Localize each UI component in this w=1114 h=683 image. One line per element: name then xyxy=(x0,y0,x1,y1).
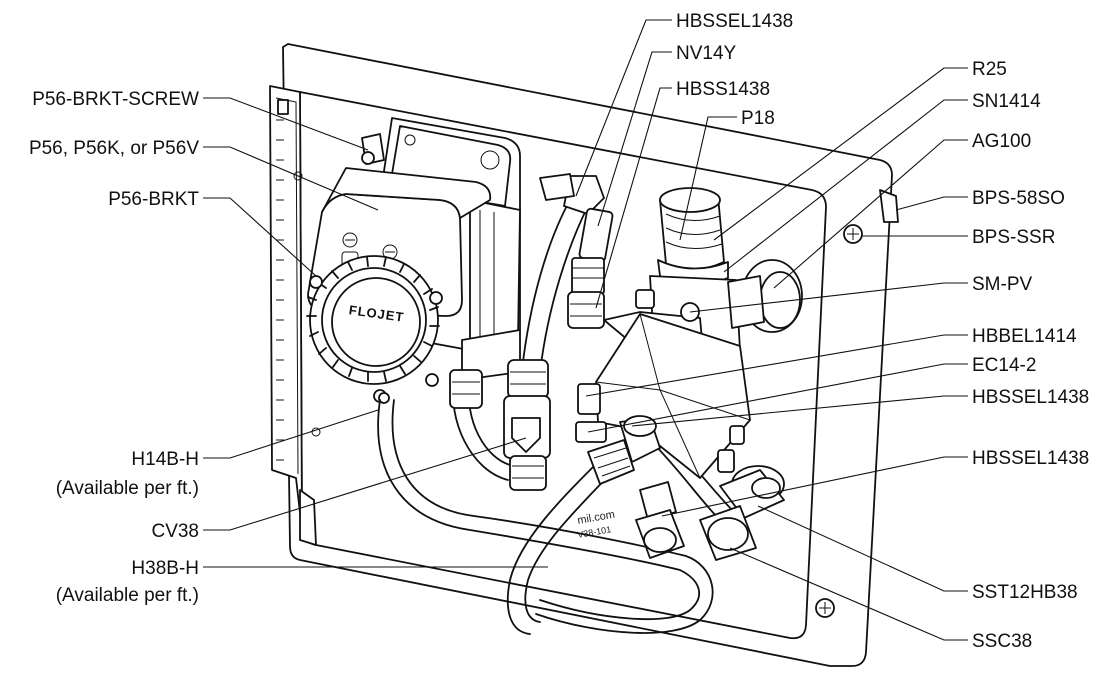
label-h38b-h-note: (Available per ft.) xyxy=(56,585,199,606)
label-h14b-h: H14B-H xyxy=(131,449,199,470)
label-hbssel1438-low: HBSSEL1438 xyxy=(972,448,1089,469)
label-hbbel1414: HBBEL1414 xyxy=(972,326,1077,347)
label-sm-pv: SM-PV xyxy=(972,274,1033,295)
label-p56-variants: P56, P56K, or P56V xyxy=(29,138,199,159)
manifold-block xyxy=(575,313,751,479)
leader-lines xyxy=(203,19,968,641)
label-bps-ssr: BPS-SSR xyxy=(972,227,1055,248)
hoses xyxy=(377,199,735,635)
label-h14b-h-note: (Available per ft.) xyxy=(56,478,199,499)
label-r25: R25 xyxy=(972,59,1007,80)
label-hbss1438: HBSS1438 xyxy=(676,79,770,100)
label-cv38: CV38 xyxy=(151,521,199,542)
label-sst12hb38: SST12HB38 xyxy=(972,582,1078,603)
label-ag100: AG100 xyxy=(972,131,1031,152)
bracket-screw xyxy=(361,133,385,165)
top-fitting-assembly xyxy=(539,173,614,329)
label-hbssel1438-mid: HBSSEL1438 xyxy=(972,387,1089,408)
pump-assembly: FLOJET xyxy=(306,117,521,404)
label-ec14-2: EC14-2 xyxy=(972,355,1036,376)
label-nv14y: NV14Y xyxy=(676,43,737,64)
panel-screw-top xyxy=(843,224,863,244)
panel-screw-bottom xyxy=(815,598,835,618)
check-valve-assembly xyxy=(449,359,551,491)
label-bps-58so: BPS-58SO xyxy=(972,188,1065,209)
label-p56-brkt-screw: P56-BRKT-SCREW xyxy=(32,89,199,110)
label-p18: P18 xyxy=(741,108,775,129)
label-p56-brkt: P56-BRKT xyxy=(108,189,199,210)
center-elbow-fitting xyxy=(587,415,661,485)
label-h38b-h: H38B-H xyxy=(131,558,199,579)
part-labels: P56-BRKT-SCREW P56, P56K, or P56V P56-BR… xyxy=(29,11,1089,652)
label-hbssel1438-top: HBSSEL1438 xyxy=(676,11,793,32)
label-sn1414: SN1414 xyxy=(972,91,1041,112)
label-ssc38: SSC38 xyxy=(972,631,1032,652)
